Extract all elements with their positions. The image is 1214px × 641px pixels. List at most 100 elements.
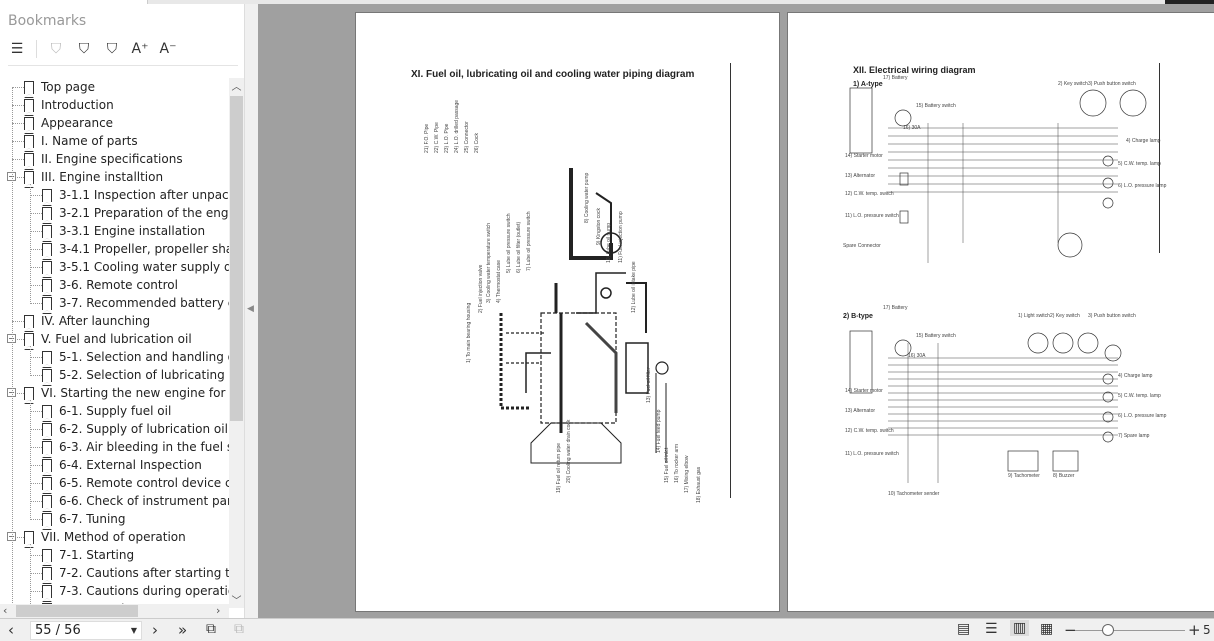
bookmark-item[interactable]: 7-1. Starting: [42, 546, 134, 566]
collapse-toggle[interactable]: −: [7, 172, 16, 181]
zoom-slider[interactable]: [1075, 630, 1185, 631]
horizontal-scrollbar[interactable]: ‹ ›: [0, 604, 229, 618]
bookmark-icon: [42, 422, 52, 440]
tree-connector: [30, 400, 31, 520]
scroll-down-icon[interactable]: ﹀: [231, 596, 242, 607]
window-control[interactable]: [1165, 0, 1214, 4]
bookmark-item[interactable]: 6-3. Air bleeding in the fuel system: [42, 438, 229, 458]
document-viewer[interactable]: XI. Fuel oil, lubricating oil and coolin…: [258, 4, 1214, 618]
collapse-panel-icon[interactable]: ◀: [247, 304, 254, 314]
next-page-button[interactable]: ›: [152, 621, 158, 639]
b-type-label: 2) B-type: [843, 313, 873, 320]
two-page-continuous-icon[interactable]: ▦: [1040, 621, 1054, 637]
bookmark-item[interactable]: 3-4.1 Propeller, propeller shaft: [42, 240, 229, 260]
bookmark-item[interactable]: 6-6. Check of instrument panel: [42, 492, 229, 512]
bookmark-add-icon[interactable]: ⛉: [78, 41, 90, 57]
two-page-view-icon[interactable]: ▥: [1010, 620, 1030, 636]
tree-connector: [30, 483, 42, 484]
page-title: XII. Electrical wiring diagram: [853, 65, 976, 75]
bookmark-item[interactable]: VI. Starting the new engine for the firs…: [24, 384, 229, 404]
font-decrease-icon[interactable]: A⁻: [159, 41, 177, 57]
bookmark-label: II. Engine specifications: [41, 152, 183, 166]
scroll-thumb[interactable]: [230, 96, 243, 421]
zoom-out-button[interactable]: −: [1064, 621, 1077, 639]
bookmark-icon: [42, 602, 52, 604]
tab[interactable]: [0, 0, 148, 4]
bookmark-item[interactable]: 7-4. Stopping: [42, 600, 140, 604]
diagram-label: 15) Fuel oil inlet: [664, 447, 670, 483]
scroll-right-icon[interactable]: ›: [216, 604, 221, 617]
diagram-label: 7) Spare lamp: [1118, 433, 1150, 439]
diagram-label: 6) Lube oil filter (outlet): [516, 221, 522, 273]
bookmark-item[interactable]: 6-5. Remote control device check: [42, 474, 229, 494]
bookmark-item[interactable]: VII. Method of operation: [24, 528, 186, 548]
bookmark-item[interactable]: 7-3. Cautions during operation: [42, 582, 229, 602]
bookmark-item[interactable]: 3-2.1 Preparation of the engine: [42, 204, 229, 224]
bookmark-item[interactable]: 6-1. Supply fuel oil: [42, 402, 172, 422]
diagram-label: 20) Cooling water drain cock: [566, 419, 572, 483]
bookmark-label: 3-3.1 Engine installation: [59, 224, 206, 238]
compare-view-icon[interactable]: ⧉: [234, 621, 244, 637]
tree-connector: [12, 321, 24, 322]
bookmark-label: Appearance: [41, 116, 114, 130]
font-increase-icon[interactable]: A⁺: [131, 41, 149, 57]
tree-connector: [12, 393, 24, 394]
bookmark-go-icon[interactable]: ⛉: [50, 41, 62, 57]
bookmark-item[interactable]: 3-3.1 Engine installation: [42, 222, 206, 242]
collapse-toggle[interactable]: −: [7, 532, 16, 541]
zoom-value[interactable]: 5: [1203, 623, 1211, 637]
zoom-slider-handle[interactable]: [1102, 624, 1114, 636]
bookmark-dropdown-icon[interactable]: ⛉: [106, 41, 118, 57]
page-number-input[interactable]: 55 / 56 ▼: [30, 621, 142, 640]
bookmark-label: 6-1. Supply fuel oil: [59, 404, 172, 418]
zoom-in-button[interactable]: +: [1188, 621, 1201, 639]
diagram-label: 4) Thermostat case: [496, 260, 502, 303]
collapse-toggle[interactable]: −: [7, 334, 16, 343]
bookmark-item[interactable]: II. Engine specifications: [24, 150, 183, 170]
page-border-line: [1159, 63, 1160, 253]
bookmark-item[interactable]: Top page: [24, 78, 95, 98]
rotate-view-icon[interactable]: ⧉: [206, 621, 216, 637]
single-page-view-icon[interactable]: ▤: [957, 621, 971, 637]
panel-splitter[interactable]: ◀: [245, 4, 258, 618]
continuous-view-icon[interactable]: ☰: [985, 621, 998, 637]
vertical-scrollbar[interactable]: ︿ ﹀: [229, 78, 244, 608]
bookmark-icon: [42, 242, 52, 260]
diagram-label: 17) Battery: [883, 305, 908, 311]
bookmark-item[interactable]: 6-4. External Inspection: [42, 456, 202, 476]
bookmark-item[interactable]: 3-5.1 Cooling water supply device: [42, 258, 229, 278]
page-indicator[interactable]: 55 / 56: [35, 623, 81, 638]
bookmark-item[interactable]: V. Fuel and lubrication oil: [24, 330, 192, 350]
divider: [8, 65, 238, 66]
bookmark-label: I. Name of parts: [41, 134, 138, 148]
bookmark-item[interactable]: 5-2. Selection of lubricating oil: [42, 366, 229, 386]
bookmark-item[interactable]: 3-7. Recommended battery capacity: [42, 294, 229, 314]
collapse-toggle[interactable]: −: [7, 388, 16, 397]
bookmark-item[interactable]: Appearance: [24, 114, 114, 134]
bookmark-icon: [42, 458, 52, 476]
diagram-label: 18) Exhaust gas: [696, 466, 702, 503]
bookmark-item[interactable]: 7-2. Cautions after starting the engine: [42, 564, 229, 584]
scroll-left-icon[interactable]: ‹: [3, 604, 8, 617]
bookmark-icon: [24, 332, 34, 350]
bookmark-item[interactable]: Introduction: [24, 96, 114, 116]
bookmark-item[interactable]: 5-1. Selection and handling of fuel: [42, 348, 229, 368]
bookmark-item[interactable]: 3-1.1 Inspection after unpacking: [42, 186, 229, 206]
bookmark-item[interactable]: III. Engine installtion: [24, 168, 163, 188]
tree-connector: [30, 429, 42, 430]
bookmark-item[interactable]: 6-7. Tuning: [42, 510, 126, 530]
previous-page-button[interactable]: ‹: [8, 621, 14, 639]
bookmark-item[interactable]: IV. After launching: [24, 312, 150, 332]
bookmark-item[interactable]: 3-6. Remote control: [42, 276, 178, 296]
scroll-up-icon[interactable]: ︿: [231, 82, 242, 93]
bookmark-item[interactable]: I. Name of parts: [24, 132, 138, 152]
last-page-button[interactable]: »: [178, 621, 188, 639]
list-icon[interactable]: ☰: [10, 41, 24, 57]
chevron-down-icon[interactable]: ▼: [130, 626, 137, 635]
bookmark-item[interactable]: 6-2. Supply of lubrication oil: [42, 420, 228, 440]
scroll-thumb[interactable]: [16, 605, 138, 617]
bookmark-label: 3-6. Remote control: [59, 278, 178, 292]
diagram-label: 4) Charge lamp: [1126, 138, 1161, 144]
